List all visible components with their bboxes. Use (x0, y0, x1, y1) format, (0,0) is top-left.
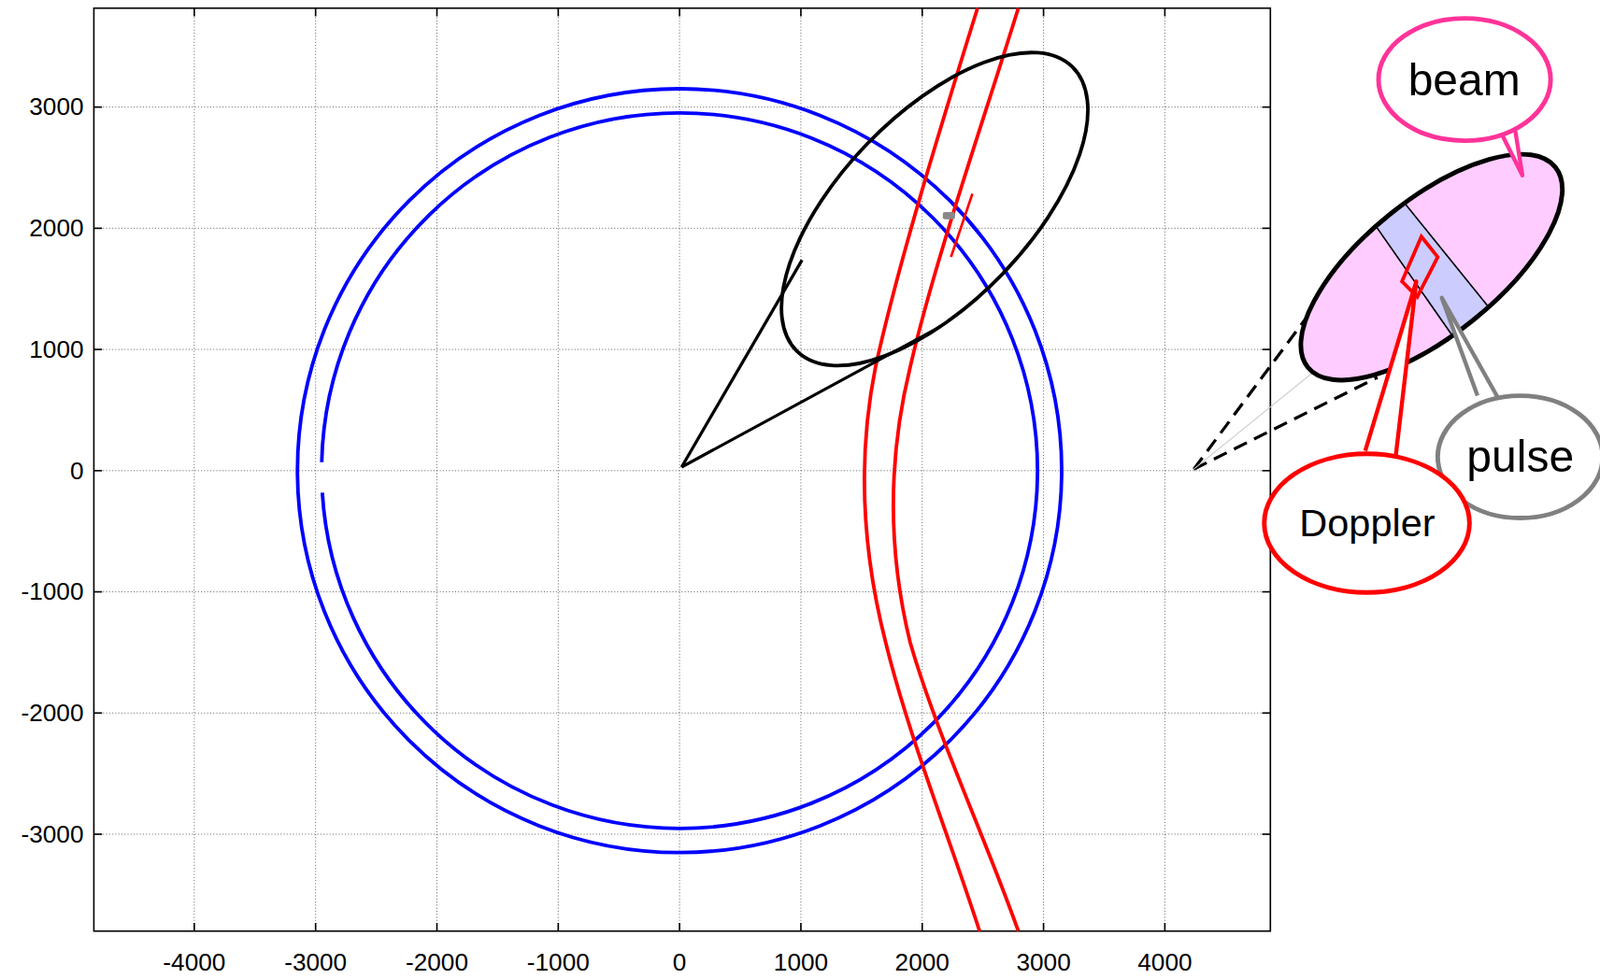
grid-line (679, 8, 681, 932)
inset-beam-outline (1265, 114, 1598, 420)
tick-mark (93, 228, 102, 230)
grid-line (436, 8, 438, 932)
tick-label: -1000 (527, 950, 590, 975)
tick-mark (1262, 348, 1272, 351)
tick-mark (1262, 228, 1272, 230)
tick-label: 2000 (28, 215, 84, 241)
tick-mark (93, 591, 102, 594)
tick-mark (921, 8, 924, 17)
tick-label: 1000 (773, 950, 829, 975)
grid-line (93, 591, 1271, 593)
tick-label: -2000 (405, 950, 469, 975)
grid-line (193, 8, 195, 932)
grid-lines (93, 8, 1271, 932)
tick-label: 0 (70, 458, 85, 484)
tick-mark (93, 712, 102, 715)
tick-mark (921, 923, 924, 932)
grid-line (93, 713, 1271, 715)
tick-mark (436, 923, 439, 932)
range-ring-outer (297, 88, 1062, 854)
tick-mark (1262, 712, 1272, 715)
callout-text: Doppler (1299, 503, 1435, 543)
tick-mark (800, 8, 802, 17)
callout-text: pulse (1466, 434, 1574, 480)
tick-label: -4000 (162, 950, 226, 975)
tick-mark (678, 923, 681, 932)
doppler-curve (893, 8, 1019, 932)
tick-mark (1042, 923, 1045, 932)
tick-mark (314, 923, 317, 932)
tick-mark (1262, 591, 1272, 594)
target-icon (942, 212, 956, 220)
tick-mark (436, 8, 439, 17)
grid-line (314, 8, 316, 932)
tick-mark (557, 8, 560, 17)
tick-label: 2000 (895, 950, 950, 975)
tick-mark (193, 8, 196, 17)
tick-label: 1000 (28, 337, 84, 362)
inset-beam (1265, 114, 1598, 420)
tick-marks (93, 8, 1271, 932)
tick-mark (800, 923, 802, 932)
grid-line (93, 349, 1271, 351)
tick-mark (1262, 470, 1272, 472)
grid-line (1042, 8, 1044, 932)
doppler-curve (864, 8, 980, 932)
callout-outline (1378, 18, 1551, 142)
tick-label: 0 (672, 950, 687, 975)
callout-text: beam (1408, 57, 1521, 102)
axes-box (93, 8, 1271, 932)
tick-label: -1000 (21, 579, 85, 604)
tick-mark (1262, 833, 1272, 836)
tick-mark (193, 923, 196, 932)
tick-mark (93, 470, 102, 472)
tick-mark (93, 833, 102, 836)
beam-callout: beam (1375, 15, 1552, 143)
grid-line (93, 833, 1271, 835)
callout-outline (1264, 454, 1471, 593)
tick-mark (1262, 106, 1272, 109)
pulse-band (1370, 200, 1488, 337)
tick-label: -2000 (21, 700, 85, 726)
beam-edge (681, 326, 941, 468)
grid-line (800, 8, 801, 932)
grid-line (557, 8, 559, 932)
target-marker (951, 193, 973, 258)
tick-label: 3000 (1015, 950, 1071, 975)
tick-mark (1042, 8, 1045, 17)
tick-mark (314, 8, 317, 17)
tick-mark (557, 923, 560, 932)
grid-line (921, 8, 923, 932)
tick-label: -3000 (21, 822, 85, 847)
callout-tail (1365, 281, 1417, 456)
range-ring-inner (321, 113, 1038, 829)
grid-line (93, 470, 1271, 472)
tick-mark (678, 8, 681, 17)
beam-ellipse (729, 1, 1141, 417)
doppler-cell (1401, 236, 1438, 297)
callout-tail (1442, 298, 1499, 399)
tick-label: 3000 (28, 95, 84, 120)
tick-mark (93, 106, 102, 109)
tick-mark (93, 348, 102, 351)
grid-line (93, 106, 1271, 108)
grid-line (1164, 8, 1166, 932)
grid-line (93, 228, 1271, 229)
tick-mark (1164, 923, 1167, 932)
tick-label: 4000 (1137, 950, 1192, 975)
doppler-callout: Doppler (1262, 452, 1472, 596)
tick-label: -3000 (284, 950, 347, 975)
tick-mark (1164, 8, 1167, 17)
